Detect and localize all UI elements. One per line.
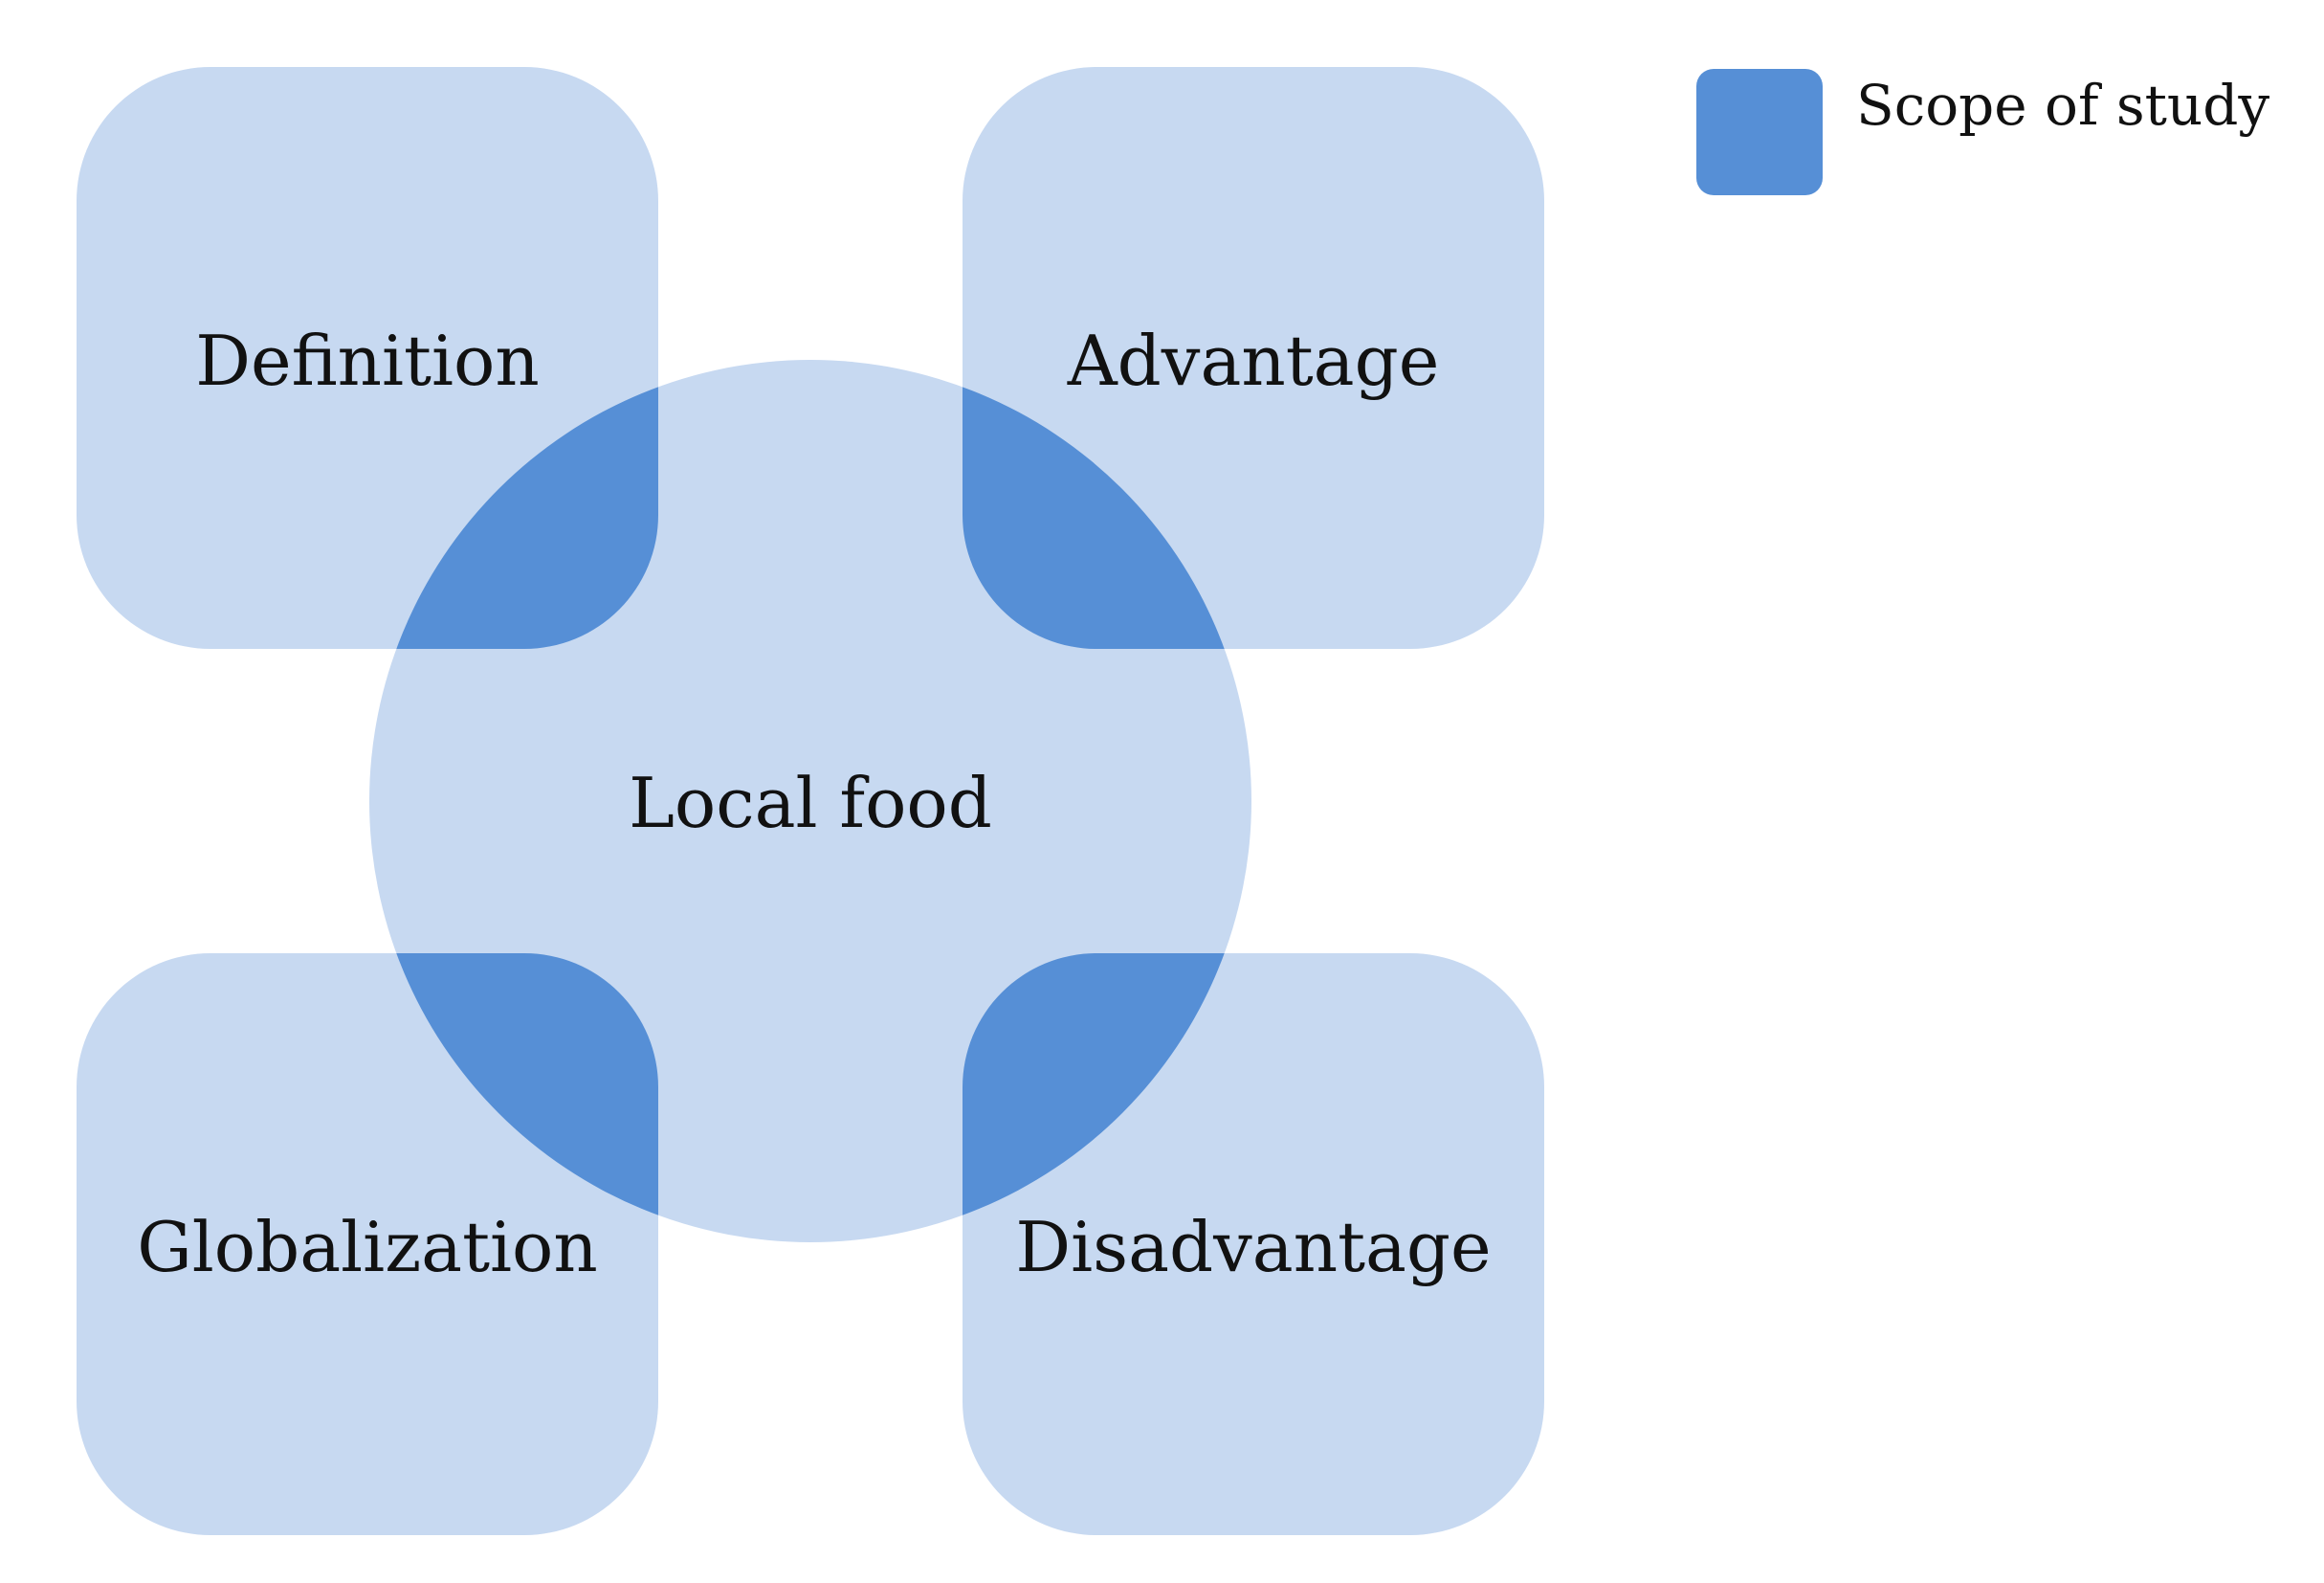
label-definition: Definition [195, 321, 539, 401]
label-local-food: Local food [629, 763, 992, 843]
legend-label: Scope of study [1856, 73, 2269, 138]
overlap-regions [369, 360, 1251, 1242]
label-advantage: Advantage [1067, 321, 1440, 401]
overlap-advantage [963, 360, 1251, 649]
overlap-disadvantage [963, 953, 1251, 1242]
label-globalization: Globalization [137, 1207, 598, 1287]
legend-swatch [1696, 69, 1823, 195]
overlap-definition [369, 360, 658, 649]
overlap-globalization [369, 953, 658, 1242]
legend: Scope of study [1696, 69, 2269, 195]
label-disadvantage: Disadvantage [1015, 1207, 1491, 1287]
